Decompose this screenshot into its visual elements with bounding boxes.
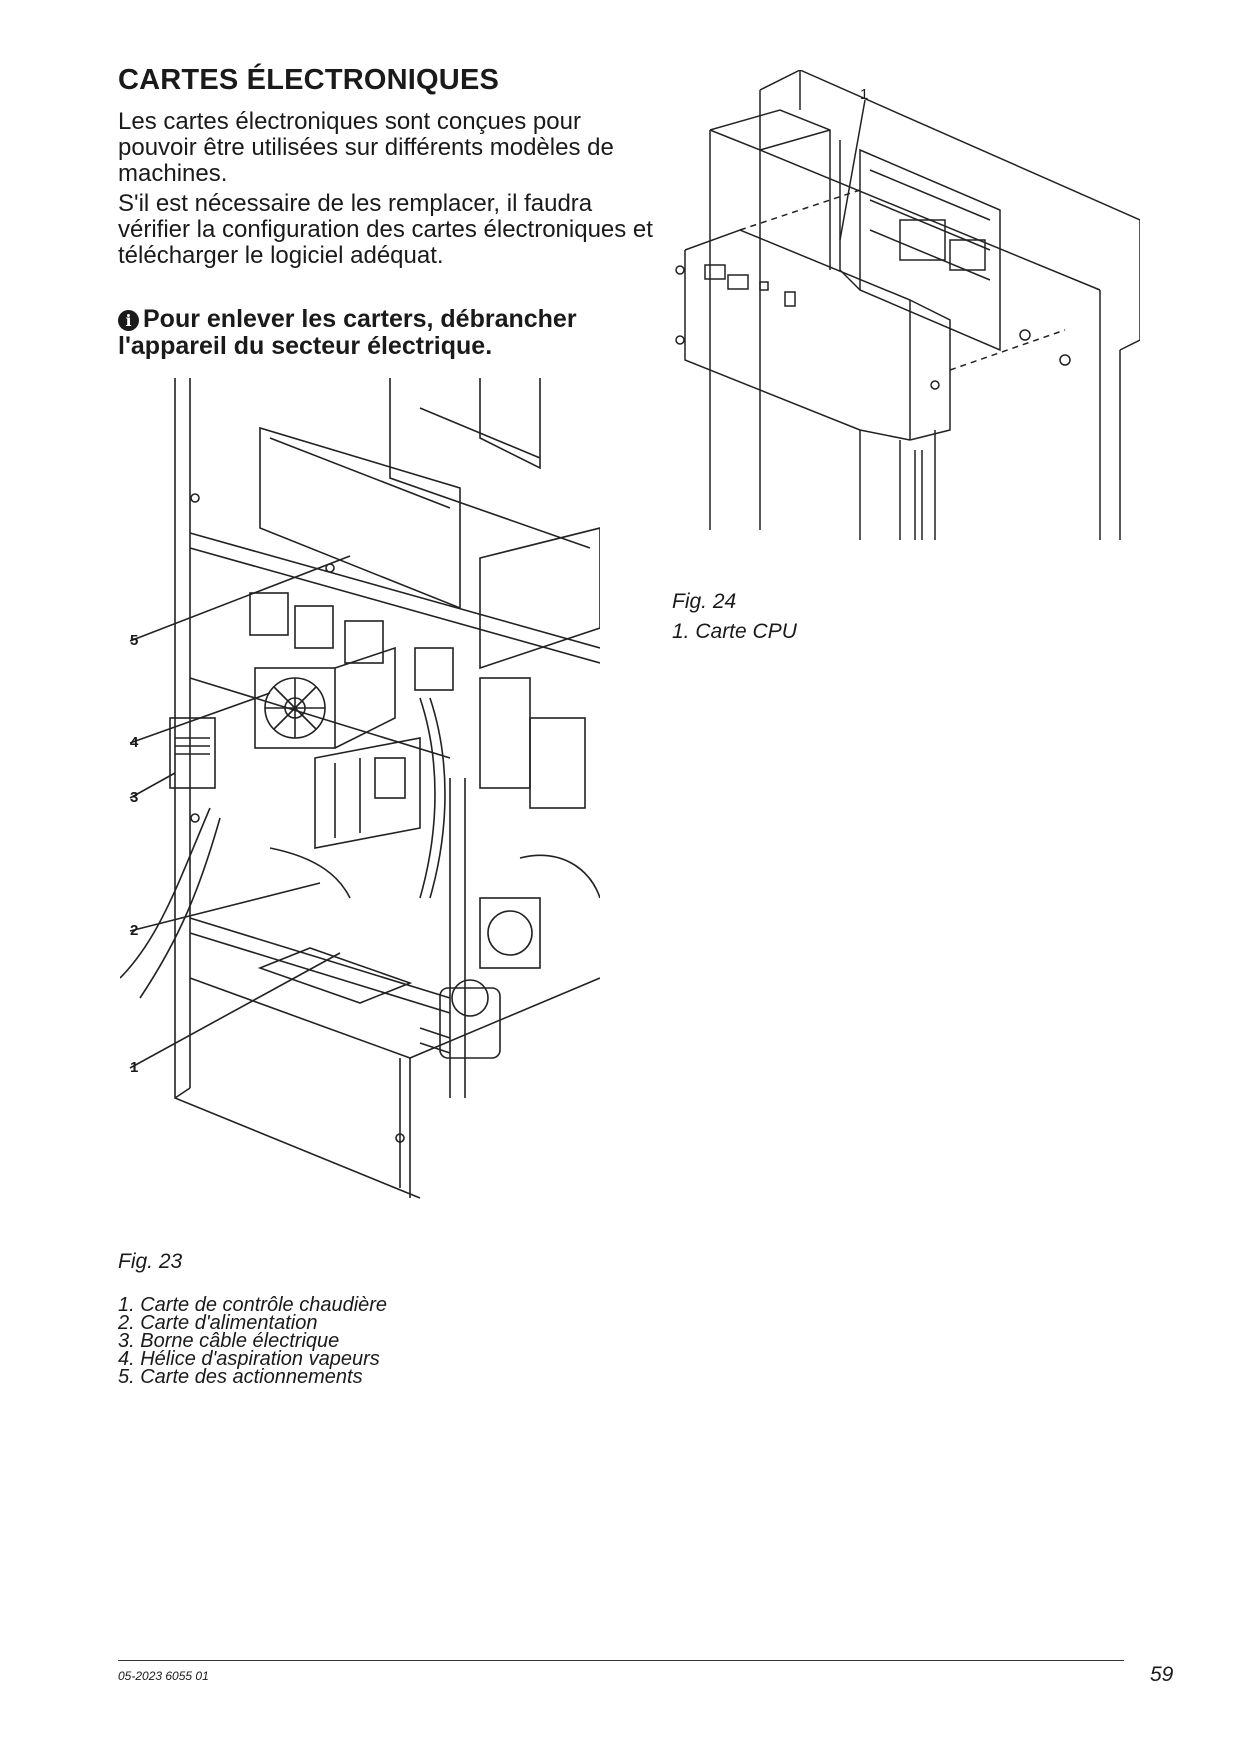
fig23-callout-4: 4 (130, 734, 139, 751)
fig23-callout-3: 3 (130, 789, 139, 806)
intro-paragraph: Les cartes électroniques sont conçues po… (118, 108, 614, 187)
fig24-illustration (675, 70, 1140, 540)
fig23-callout-1: 1 (130, 1059, 139, 1076)
footer-divider (118, 1660, 1124, 1661)
warning-text: Pour enlever les carters, débrancher l'a… (118, 305, 577, 360)
fig24-legend-item: 1. Carte CPU (672, 620, 797, 643)
info-icon: i (118, 310, 139, 331)
replacement-paragraph: S'il est nécessaire de les remplacer, il… (118, 190, 653, 269)
page-title: CARTES ÉLECTRONIQUES (118, 64, 500, 96)
fig24-label: Fig. 24 (672, 590, 737, 613)
legend-item: 1. Carte de contrôle chaudière (118, 1294, 388, 1316)
fig23-label: Fig. 23 (118, 1250, 183, 1273)
fig24-callout-1: 1 (860, 86, 869, 103)
fig23-illustration (120, 378, 600, 1199)
legend-item: 3. Borne câble électrique (118, 1330, 340, 1352)
legend-item: 2. Carte d'alimentation (118, 1312, 318, 1334)
document-reference: 05-2023 6055 01 (118, 1669, 209, 1683)
page-number: 59 (1150, 1663, 1174, 1686)
legend-item: 4. Hélice d'aspiration vapeurs (118, 1348, 380, 1370)
fig23-legend: 1. Carte de contrôle chaudière 2. Carte … (118, 1294, 388, 1388)
legend-item: 5. Carte des actionnements (118, 1366, 363, 1388)
fig23-callout-2: 2 (130, 922, 139, 939)
fig23-callout-5: 5 (130, 632, 139, 649)
